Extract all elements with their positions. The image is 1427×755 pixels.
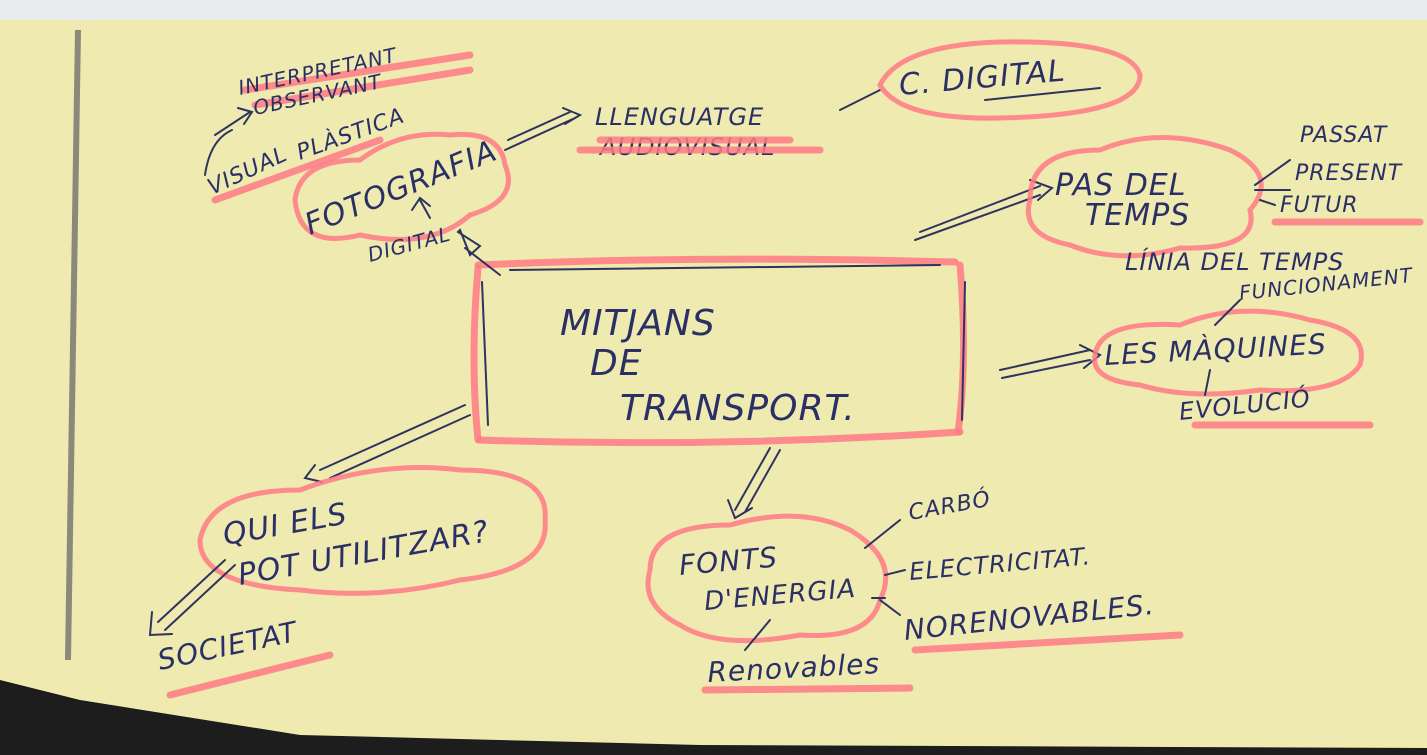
llenguatge-branch: LLENGUATGE AUDIOVISUAL C. DIGITAL <box>504 39 1143 161</box>
paper-sheet <box>0 20 1427 755</box>
linia-text: LÍNIA DEL TEMPS <box>1125 247 1344 276</box>
center-line2: DE <box>590 343 642 384</box>
pas-del-temps-branch: PAS DEL TEMPS PASSAT PRESENT FUTUR LÍNIA… <box>914 123 1424 276</box>
center-line1: MITJANS <box>560 303 716 344</box>
center-node: MITJANS DE TRANSPORT. <box>470 255 968 447</box>
futur-text: FUTUR <box>1280 193 1359 218</box>
temps-text: TEMPS <box>1085 198 1190 233</box>
table-edge <box>0 680 1427 755</box>
passat-text: PASSAT <box>1300 123 1388 148</box>
pas-del-text: PAS DEL <box>1055 168 1186 203</box>
llenguatge-line1: LLENGUATGE <box>595 103 764 131</box>
present-text: PRESENT <box>1295 161 1403 186</box>
sheet-fold <box>65 29 81 661</box>
center-line3: TRANSPORT. <box>620 388 856 429</box>
